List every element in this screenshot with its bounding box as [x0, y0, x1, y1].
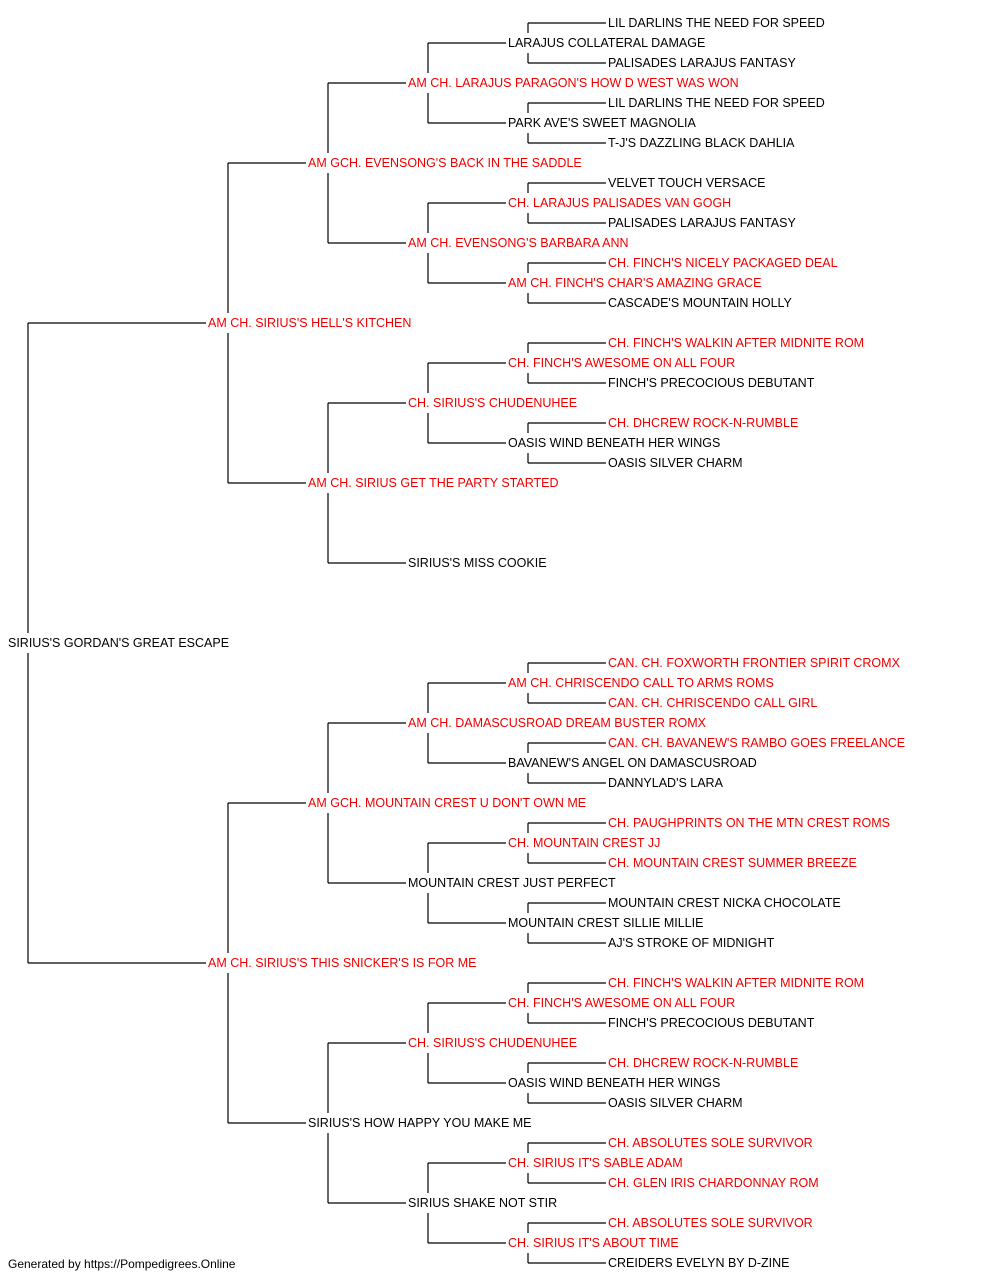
pedigree-node-gen5: FINCH'S PRECOCIOUS DEBUTANT	[608, 376, 815, 390]
pedigree-node-gen4: LARAJUS COLLATERAL DAMAGE	[508, 36, 706, 50]
pedigree-node-gen2: AM GCH. MOUNTAIN CREST U DON'T OWN ME	[308, 796, 587, 810]
pedigree-node-gen3: MOUNTAIN CREST JUST PERFECT	[408, 876, 616, 890]
pedigree-node-gen3: CH. SIRIUS'S CHUDENUHEE	[408, 1036, 578, 1050]
pedigree-node-gen5: VELVET TOUCH VERSACE	[608, 176, 766, 190]
pedigree-node-gen5: LIL DARLINS THE NEED FOR SPEED	[608, 96, 825, 110]
pedigree-node-gen3: CH. SIRIUS'S CHUDENUHEE	[408, 396, 578, 410]
pedigree-node-gen5: OASIS SILVER CHARM	[608, 1096, 743, 1110]
pedigree-node-gen4: AM CH. FINCH'S CHAR'S AMAZING GRACE	[508, 276, 762, 290]
pedigree-node-gen5: DANNYLAD'S LARA	[608, 776, 723, 790]
pedigree-node-gen1: AM CH. SIRIUS'S HELL'S KITCHEN	[208, 316, 412, 330]
pedigree-node-gen5: OASIS SILVER CHARM	[608, 456, 743, 470]
pedigree-node-gen4: CH. LARAJUS PALISADES VAN GOGH	[508, 196, 732, 210]
pedigree-node-gen5: CH. ABSOLUTES SOLE SURVIVOR	[608, 1136, 813, 1150]
pedigree-node-gen3: SIRIUS'S MISS COOKIE	[408, 556, 547, 570]
pedigree-node-gen4: PARK AVE'S SWEET MAGNOLIA	[508, 116, 696, 130]
pedigree-node-gen5: PALISADES LARAJUS FANTASY	[608, 56, 796, 70]
pedigree-node-gen5: CH. FINCH'S WALKIN AFTER MIDNITE ROM	[608, 976, 865, 990]
pedigree-node-gen5: CH. GLEN IRIS CHARDONNAY ROM	[608, 1176, 819, 1190]
footer-credit: Generated by https://Pompedigrees.Online	[8, 1257, 236, 1271]
pedigree-node-gen5: CH. DHCREW ROCK-N-RUMBLE	[608, 1056, 799, 1070]
pedigree-node-gen4: CH. MOUNTAIN CREST JJ	[508, 836, 661, 850]
pedigree-node-gen2: SIRIUS'S HOW HAPPY YOU MAKE ME	[308, 1116, 532, 1130]
pedigree-node-gen2: AM GCH. EVENSONG'S BACK IN THE SADDLE	[308, 156, 582, 170]
pedigree-node-gen5: CAN. CH. CHRISCENDO CALL GIRL	[608, 696, 818, 710]
pedigree-node-gen5: LIL DARLINS THE NEED FOR SPEED	[608, 16, 825, 30]
pedigree-node-gen5: CH. MOUNTAIN CREST SUMMER BREEZE	[608, 856, 857, 870]
pedigree-node-gen5: CAN. CH. FOXWORTH FRONTIER SPIRIT CROMX	[608, 656, 900, 670]
pedigree-node-gen3: AM CH. EVENSONG'S BARBARA ANN	[408, 236, 629, 250]
pedigree-node-gen0: SIRIUS'S GORDAN'S GREAT ESCAPE	[8, 636, 230, 650]
pedigree-node-gen4: CH. FINCH'S AWESOME ON ALL FOUR	[508, 996, 736, 1010]
pedigree-node-gen5: CH. PAUGHPRINTS ON THE MTN CREST ROMS	[608, 816, 890, 830]
pedigree-node-gen5: AJ'S STROKE OF MIDNIGHT	[608, 936, 775, 950]
pedigree-node-gen5: MOUNTAIN CREST NICKA CHOCOLATE	[608, 896, 841, 910]
pedigree-node-gen5: PALISADES LARAJUS FANTASY	[608, 216, 796, 230]
pedigree-node-gen5: CH. FINCH'S NICELY PACKAGED DEAL	[608, 256, 838, 270]
pedigree-node-gen4: CH. FINCH'S AWESOME ON ALL FOUR	[508, 356, 736, 370]
pedigree-node-gen4: OASIS WIND BENEATH HER WINGS	[508, 436, 721, 450]
pedigree-node-gen5: CASCADE'S MOUNTAIN HOLLY	[608, 296, 792, 310]
pedigree-node-gen4: CH. SIRIUS IT'S SABLE ADAM	[508, 1156, 683, 1170]
pedigree-node-gen5: CAN. CH. BAVANEW'S RAMBO GOES FREELANCE	[608, 736, 906, 750]
pedigree-node-gen5: FINCH'S PRECOCIOUS DEBUTANT	[608, 1016, 815, 1030]
pedigree-node-gen4: CH. SIRIUS IT'S ABOUT TIME	[508, 1236, 679, 1250]
pedigree-node-gen3: SIRIUS SHAKE NOT STIR	[408, 1196, 558, 1210]
pedigree-node-gen4: MOUNTAIN CREST SILLIE MILLIE	[508, 916, 704, 930]
pedigree-node-gen3: AM CH. LARAJUS PARAGON'S HOW D WEST WAS …	[408, 76, 739, 90]
pedigree-node-gen5: CH. ABSOLUTES SOLE SURVIVOR	[608, 1216, 813, 1230]
pedigree-node-gen4: OASIS WIND BENEATH HER WINGS	[508, 1076, 721, 1090]
pedigree-node-gen4: AM CH. CHRISCENDO CALL TO ARMS ROMS	[508, 676, 774, 690]
pedigree-node-gen5: CREIDERS EVELYN BY D-ZINE	[608, 1256, 790, 1270]
pedigree-node-gen5: T-J'S DAZZLING BLACK DAHLIA	[608, 136, 795, 150]
pedigree-node-gen3: AM CH. DAMASCUSROAD DREAM BUSTER ROMX	[408, 716, 706, 730]
pedigree-node-gen4: BAVANEW'S ANGEL ON DAMASCUSROAD	[508, 756, 757, 770]
pedigree-node-gen5: CH. FINCH'S WALKIN AFTER MIDNITE ROM	[608, 336, 865, 350]
pedigree-node-gen2: AM CH. SIRIUS GET THE PARTY STARTED	[308, 476, 559, 490]
pedigree-node-gen1: AM CH. SIRIUS'S THIS SNICKER'S IS FOR ME	[208, 956, 477, 970]
pedigree-node-gen5: CH. DHCREW ROCK-N-RUMBLE	[608, 416, 799, 430]
